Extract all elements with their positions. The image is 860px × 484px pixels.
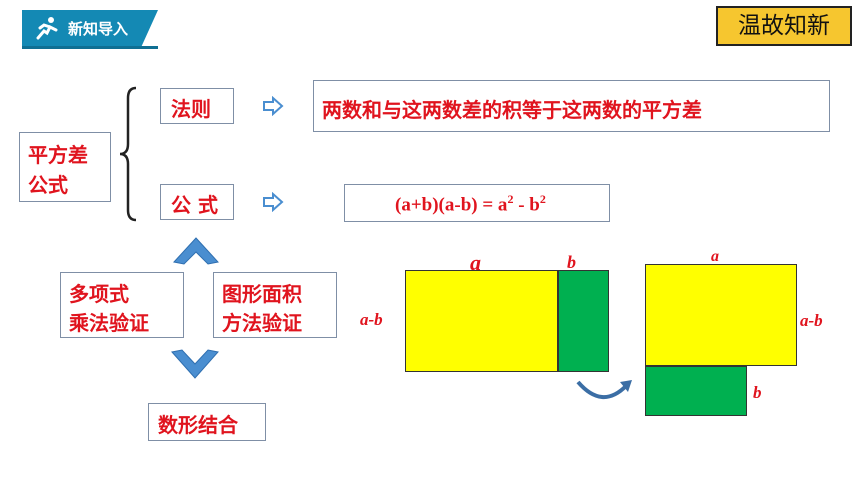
running-person-icon [36, 17, 58, 40]
curly-brace [119, 86, 137, 222]
rule-text: 两数和与这两数差的积等于这两数的平方差 [322, 98, 702, 122]
green-rectangle [558, 270, 609, 372]
yellow-rectangle-right [645, 264, 797, 366]
area-verify-box: 图形面积 方法验证 [213, 272, 337, 338]
right-arrow-icon [263, 192, 284, 212]
formula-exp2: 2 [539, 192, 546, 206]
formula-label-box: 公 式 [160, 184, 234, 220]
concept-box: 平方差 公式 [19, 132, 111, 202]
formula-box: (a+b)(a-b) = a2 - b2 [344, 184, 610, 222]
curved-arrow-icon [576, 380, 632, 399]
left-label-b: b [567, 252, 576, 272]
combine-text: 数形结合 [158, 413, 238, 437]
rule-label-box: 法则 [160, 88, 234, 124]
area-line2: 方法验证 [222, 311, 302, 335]
combine-box: 数形结合 [148, 403, 266, 441]
section-header-tab: 新知导入 [22, 10, 158, 46]
yellow-rectangle [405, 270, 558, 372]
formula-label: 公 式 [171, 193, 218, 217]
rule-label: 法则 [171, 97, 211, 121]
concept-title-line2: 公式 [28, 173, 68, 197]
right-label-side: a-b [800, 311, 823, 330]
area-line1: 图形面积 [222, 282, 302, 306]
formula-exp1: 2 [507, 192, 514, 206]
rule-text-box: 两数和与这两数差的积等于这两数的平方差 [313, 80, 830, 132]
right-label-a: a [711, 248, 719, 265]
right-arrow-icon [263, 96, 284, 116]
poly-line1: 多项式 [69, 282, 129, 306]
concept-title-line1: 平方差 [28, 143, 88, 167]
formula-mid: - b [513, 194, 540, 216]
green-rectangle-right [645, 366, 747, 416]
formula-lhs: (a+b)(a-b) = a [395, 194, 508, 216]
chevron-down-icon [171, 349, 219, 379]
polynomial-verify-box: 多项式 乘法验证 [60, 272, 184, 338]
section-label: 新知导入 [68, 20, 129, 38]
review-badge: 温故知新 [716, 6, 852, 46]
formula-expression: (a+b)(a-b) = a2 - b2 [395, 192, 546, 216]
chevron-up-icon [173, 237, 219, 265]
poly-line2: 乘法验证 [69, 311, 149, 335]
right-label-b: b [753, 383, 762, 402]
left-label-a: a [470, 250, 481, 275]
left-label-side: a-b [360, 310, 383, 329]
header-underline [22, 46, 158, 49]
